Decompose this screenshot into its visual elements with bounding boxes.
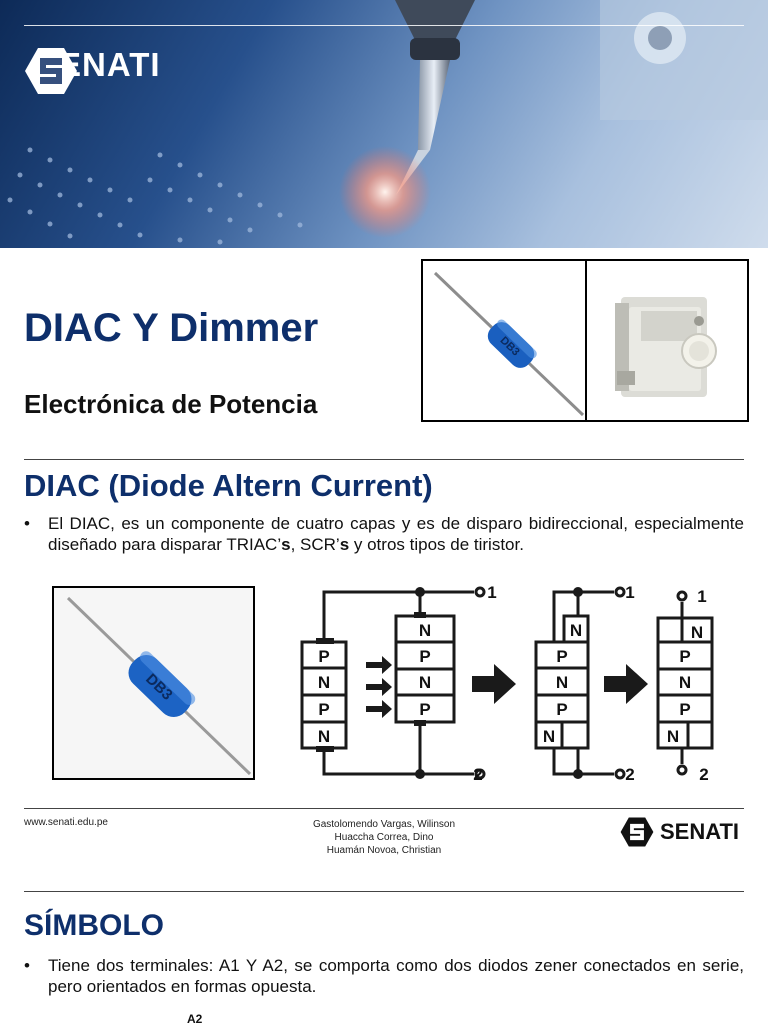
footer-divider — [24, 808, 744, 809]
diac-description: • El DIAC, es un componente de cuatro ca… — [24, 513, 744, 555]
layer-label: P — [679, 700, 690, 719]
terminal-label: 2 — [625, 765, 634, 784]
layer-label: P — [419, 700, 430, 719]
header-banner: SENATI — [0, 0, 768, 248]
layer-label: P — [318, 700, 329, 719]
footer-senati-logo: SENATI — [620, 816, 739, 848]
section-heading-simbolo: SÍMBOLO — [24, 909, 164, 942]
section-divider — [24, 891, 744, 892]
author-line: Huamán Novoa, Christian — [326, 845, 442, 856]
footer-brand-name: SENATI — [660, 819, 740, 844]
layer-label: N — [318, 727, 330, 746]
layer-label: N — [419, 673, 431, 692]
terminal-label: 2 — [473, 765, 482, 784]
layer-label: N — [679, 673, 691, 692]
author-line: Gastolomendo Vargas, Wilinson — [312, 819, 456, 830]
banner-illustration — [7, 0, 768, 245]
footer-url[interactable]: www.senati.edu.pe — [24, 817, 108, 828]
bullet-icon: • — [24, 956, 30, 975]
bullet-icon: • — [24, 514, 30, 533]
footer-authors: Gastolomendo Vargas, Wilinson Huaccha Co… — [284, 818, 484, 857]
bullet-text: El DIAC, es un componente de cuatro capa… — [48, 514, 744, 554]
terminal-label: 1 — [697, 587, 706, 606]
layer-label: P — [679, 647, 690, 666]
product-photos: DB3 — [421, 259, 749, 422]
layer-label: N — [691, 623, 703, 642]
section-heading-diac: DIAC (Diode Altern Current) — [24, 468, 433, 503]
terminal-label: 1 — [625, 583, 634, 602]
layer-label: P — [318, 647, 329, 666]
senati-logo: SENATI — [24, 46, 161, 94]
layer-label: P — [556, 647, 567, 666]
simbolo-description: • Tiene dos terminales: A1 Y A2, se comp… — [24, 955, 744, 997]
terminal-label: 1 — [487, 583, 496, 602]
layer-label: N — [556, 673, 568, 692]
layer-label: P — [419, 647, 430, 666]
layer-label: N — [570, 621, 582, 640]
bullet-text: Tiene dos terminales: A1 Y A2, se compor… — [48, 956, 744, 996]
author-line: Huaccha Correa, Dino — [334, 832, 434, 843]
layer-label: N — [543, 727, 555, 746]
diac-photo: DB3 — [52, 586, 255, 780]
senati-s-icon — [620, 817, 654, 847]
section-divider — [24, 459, 744, 460]
layer-label: N — [667, 727, 679, 746]
page-subtitle: Electrónica de Potencia — [24, 389, 318, 419]
dimmer-photo — [587, 261, 747, 420]
layer-label: N — [419, 621, 431, 640]
layer-label: N — [318, 673, 330, 692]
diac-photo-small: DB3 — [423, 261, 587, 420]
diac-layer-diagram: P N P N N P N P N P N P N N P N P N 1 1 … — [300, 583, 714, 784]
layer-label: P — [556, 700, 567, 719]
senati-s-icon — [25, 48, 77, 94]
banner-divider — [24, 25, 744, 26]
terminal-label: 2 — [699, 765, 708, 784]
terminal-a2-label: A2 — [187, 1012, 203, 1024]
page-title: DIAC Y Dimmer — [24, 306, 319, 350]
